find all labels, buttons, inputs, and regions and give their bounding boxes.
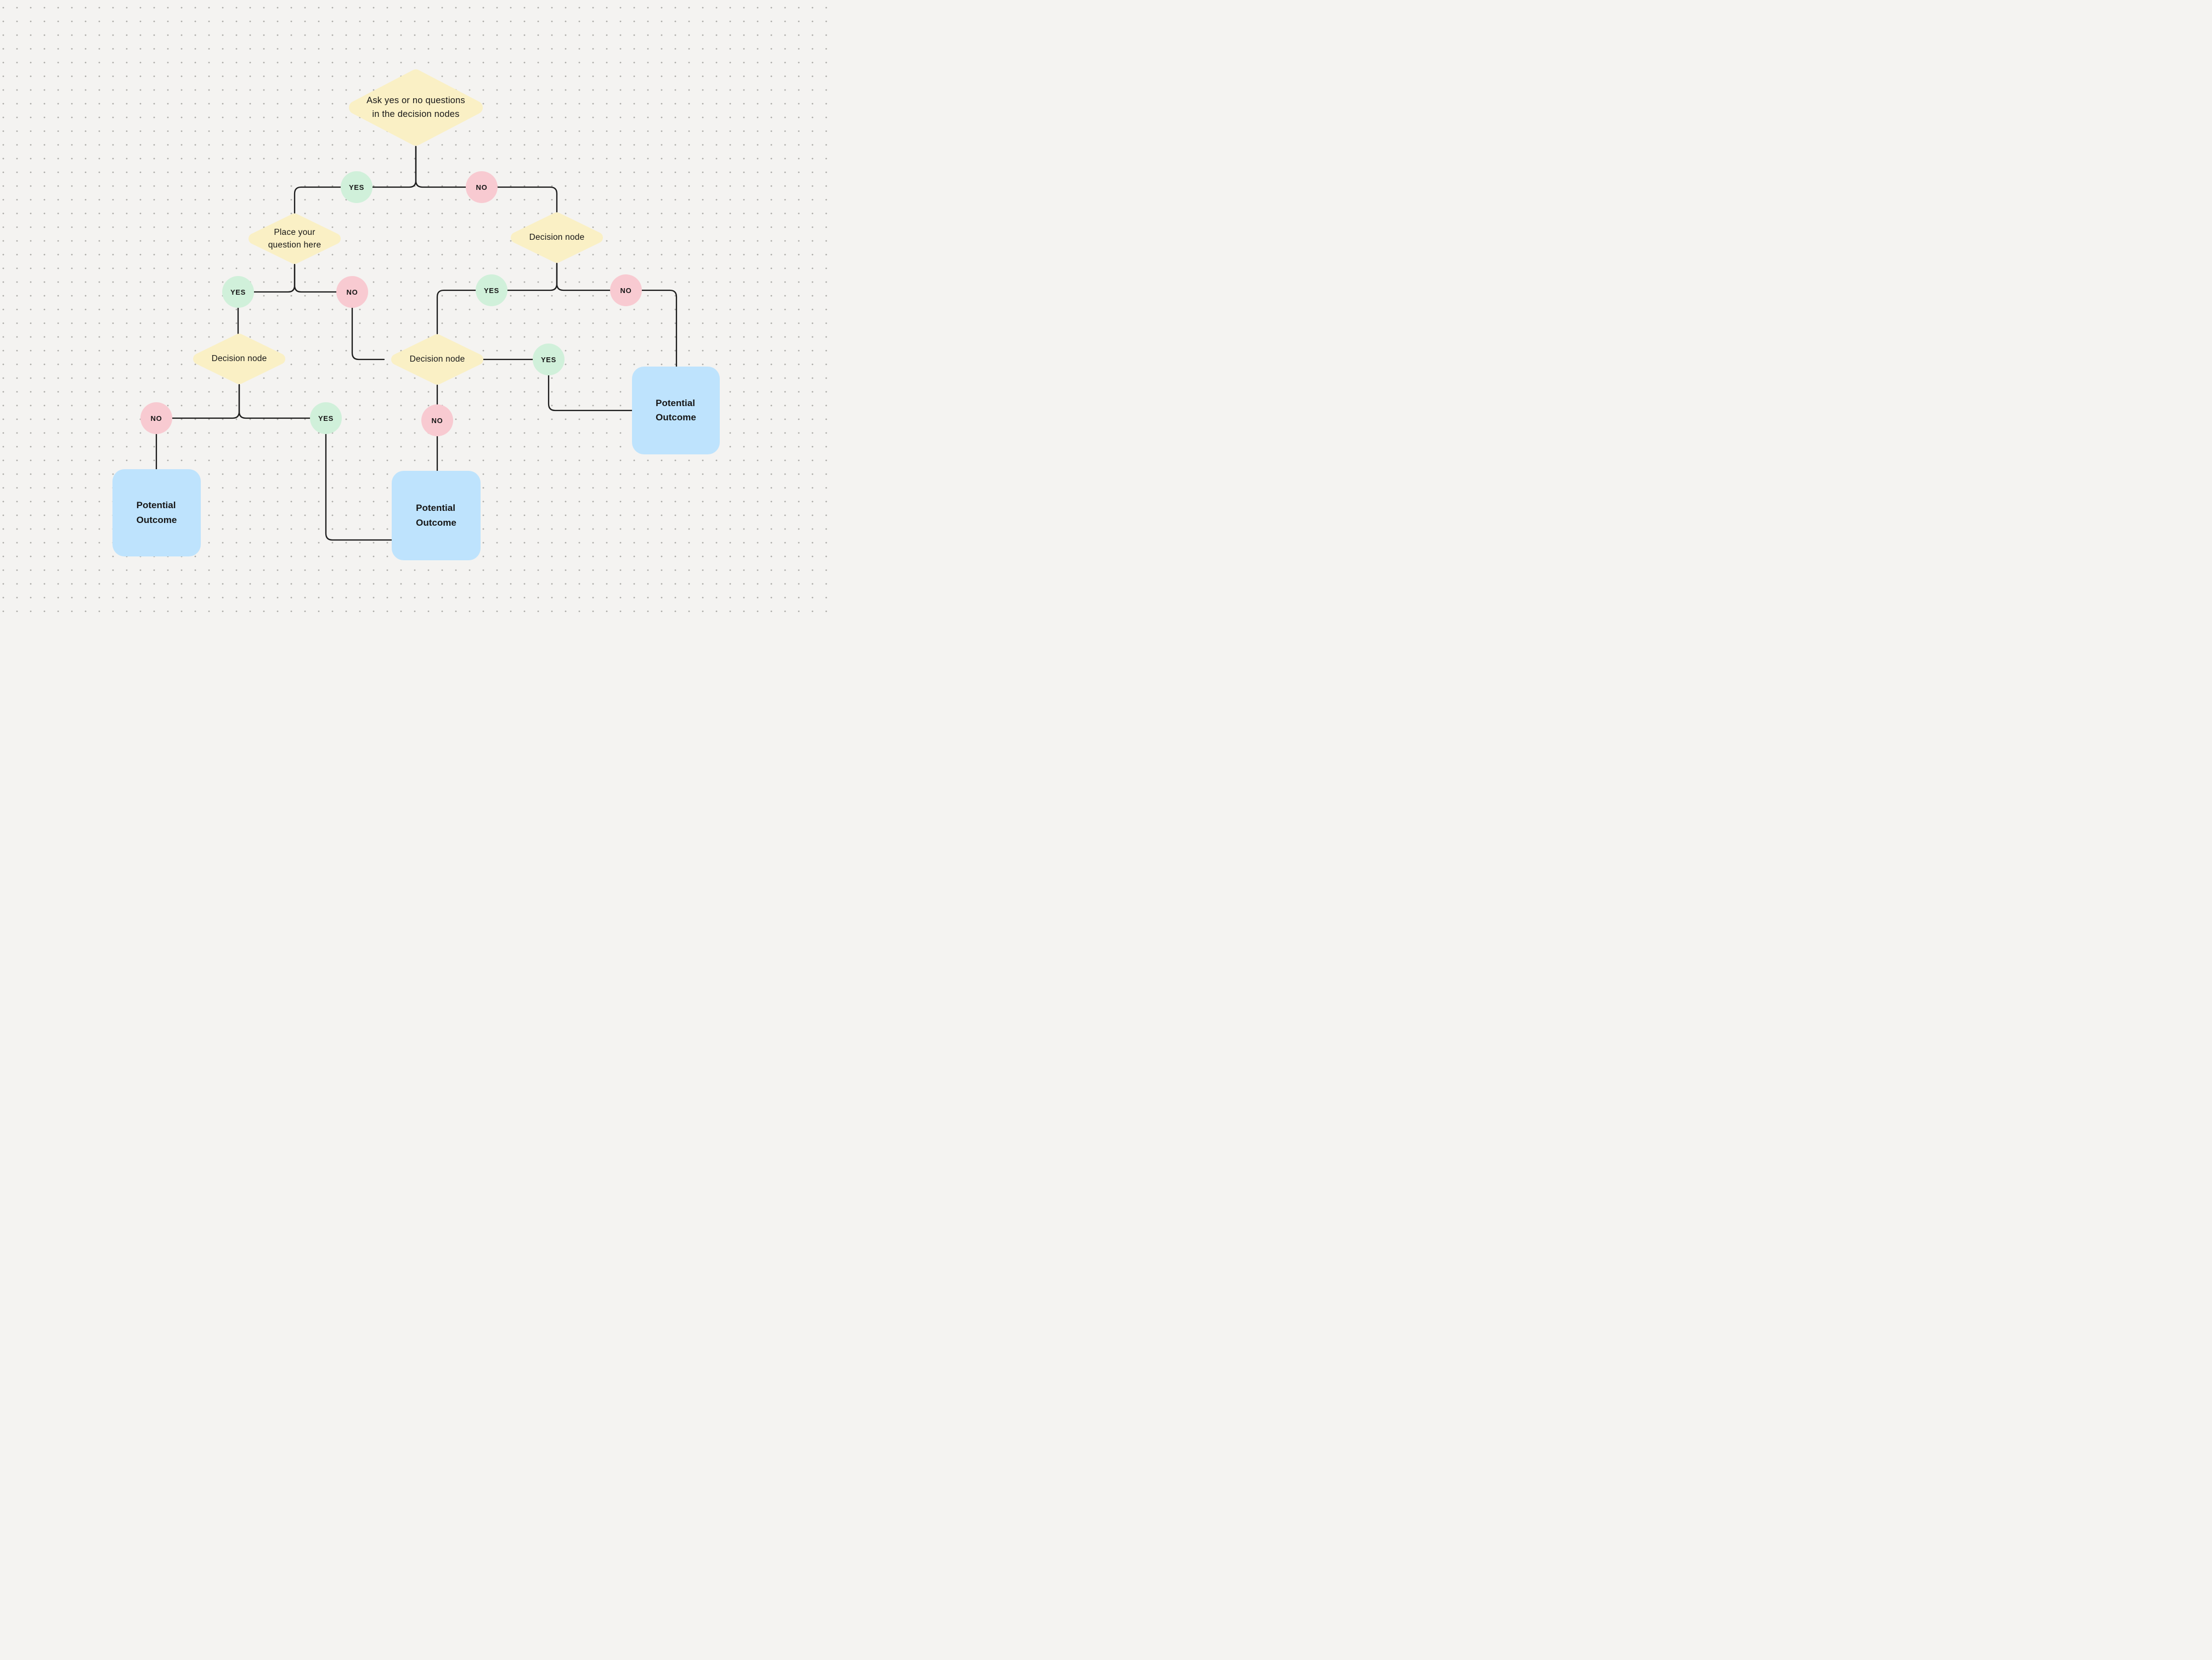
outcome-left-shape[interactable] — [112, 469, 201, 556]
branch-yes-2-shape[interactable] — [222, 276, 254, 308]
branch-no-3-shape[interactable] — [610, 274, 642, 306]
connector-yes-to-outcome-middle[interactable] — [325, 417, 393, 541]
decision-right-shape[interactable] — [511, 212, 603, 263]
connector-decisionleft-yes[interactable] — [238, 384, 327, 419]
branch-yes-5-shape[interactable] — [533, 344, 565, 375]
branch-no-5-shape[interactable] — [421, 404, 453, 436]
outcome-middle-shape[interactable] — [392, 471, 481, 560]
connector-yes-to-outcome-right[interactable] — [548, 358, 633, 412]
decision-middle-shape[interactable] — [391, 334, 483, 385]
branch-yes-4-shape[interactable] — [310, 402, 342, 434]
branch-no-1-shape[interactable] — [466, 171, 498, 203]
connector-question-no[interactable] — [294, 263, 353, 293]
branch-no-4-shape[interactable] — [140, 402, 172, 434]
outcome-right-shape[interactable] — [632, 367, 720, 454]
decision-left-shape[interactable] — [193, 334, 285, 384]
branch-no-2-shape[interactable] — [336, 276, 368, 308]
decision-question-left-shape[interactable] — [249, 213, 341, 264]
connector-no-to-decision-middle[interactable] — [351, 291, 385, 361]
branch-yes-3-shape[interactable] — [476, 274, 507, 306]
decision-root-shape[interactable] — [349, 69, 483, 146]
branch-yes-1-shape[interactable] — [341, 171, 373, 203]
whiteboard-canvas[interactable]: Ask yes or no questions in the decision … — [0, 0, 830, 622]
